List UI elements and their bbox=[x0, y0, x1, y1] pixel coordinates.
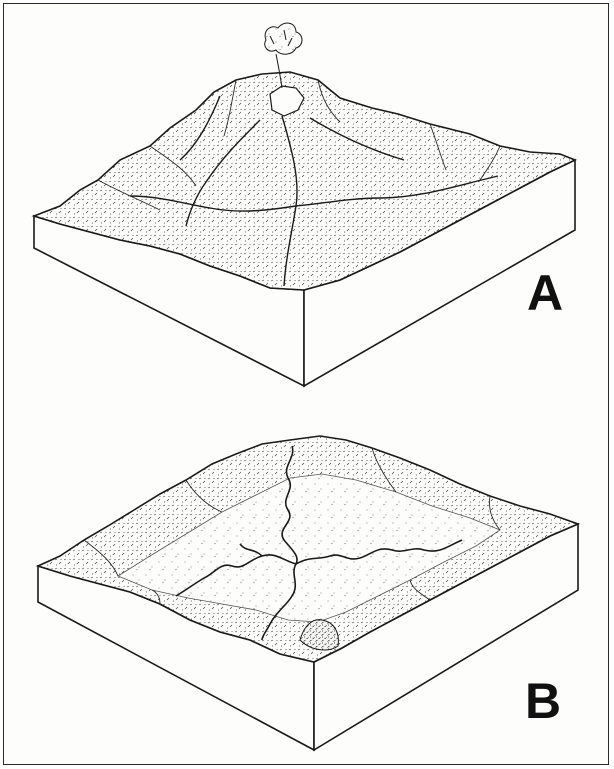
panel-label-b: B bbox=[525, 676, 561, 726]
block-b bbox=[38, 436, 578, 750]
block-a bbox=[34, 23, 575, 386]
panel-label-a: A bbox=[527, 268, 563, 318]
